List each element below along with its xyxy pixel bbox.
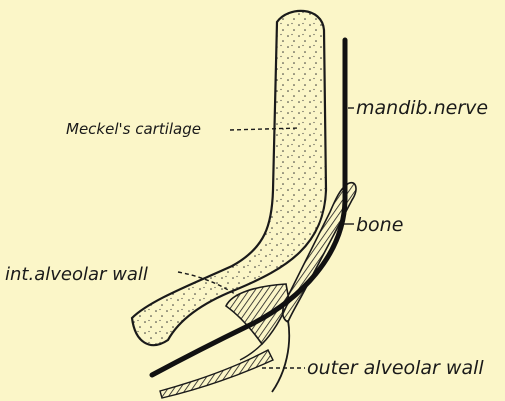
mandibular-nerve-label: mandib.nerve — [356, 97, 488, 119]
internal-alveolar-wall-label: int.alveolar wall — [5, 264, 148, 285]
outer-alveolar-wall-label: outer alveolar wall — [307, 357, 484, 379]
alveolar-outline-curve — [272, 320, 289, 392]
outer-alveolar-wall-shape — [160, 350, 273, 398]
internal-alveolar-wall-shape — [226, 284, 289, 344]
bone-label: bone — [356, 214, 403, 236]
meckels-cartilage-label: Meckel's cartilage — [66, 120, 201, 138]
